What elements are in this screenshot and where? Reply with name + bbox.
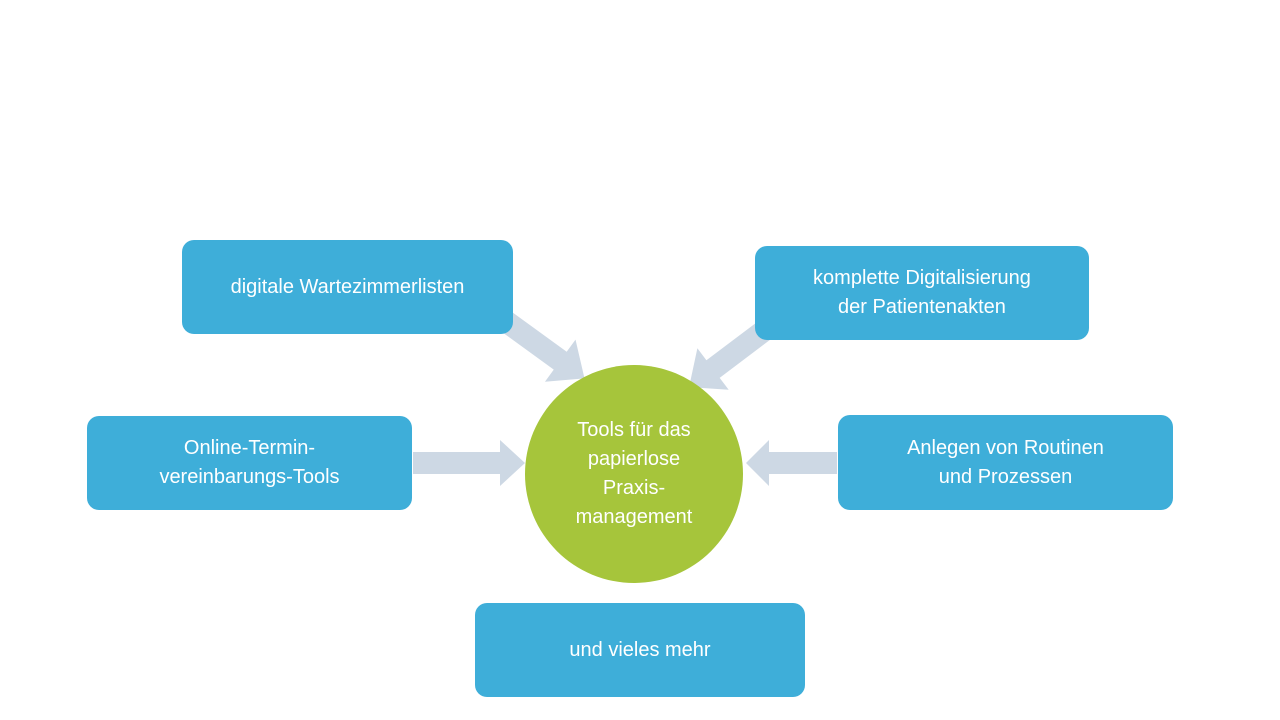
node-routinen: Anlegen von Routinen und Prozessen bbox=[838, 415, 1173, 510]
center-node: Tools für das papierlose Praxis- managem… bbox=[525, 365, 743, 583]
arrow-top-left bbox=[489, 304, 585, 382]
node-online-termin: Online-Termin- vereinbarungs-Tools bbox=[87, 416, 412, 510]
node-patientenakten-label: komplette Digitalisierung der Patientena… bbox=[813, 267, 1031, 318]
node-wartezimmer-label: digitale Wartezimmerlisten bbox=[230, 275, 465, 298]
node-mehr-label: und vieles mehr bbox=[569, 638, 711, 661]
node-wartezimmer: digitale Wartezimmerlisten bbox=[182, 240, 513, 334]
arrow-left bbox=[413, 440, 525, 486]
node-mehr: und vieles mehr bbox=[475, 603, 805, 697]
center-node-label: Tools für das papierlose Praxis- managem… bbox=[575, 419, 693, 528]
node-online-termin-label: Online-Termin- vereinbarungs-Tools bbox=[159, 437, 340, 488]
node-patientenakten: komplette Digitalisierung der Patientena… bbox=[755, 246, 1089, 340]
arrow-right bbox=[746, 440, 837, 486]
node-routinen-label: Anlegen von Routinen und Prozessen bbox=[907, 436, 1104, 488]
